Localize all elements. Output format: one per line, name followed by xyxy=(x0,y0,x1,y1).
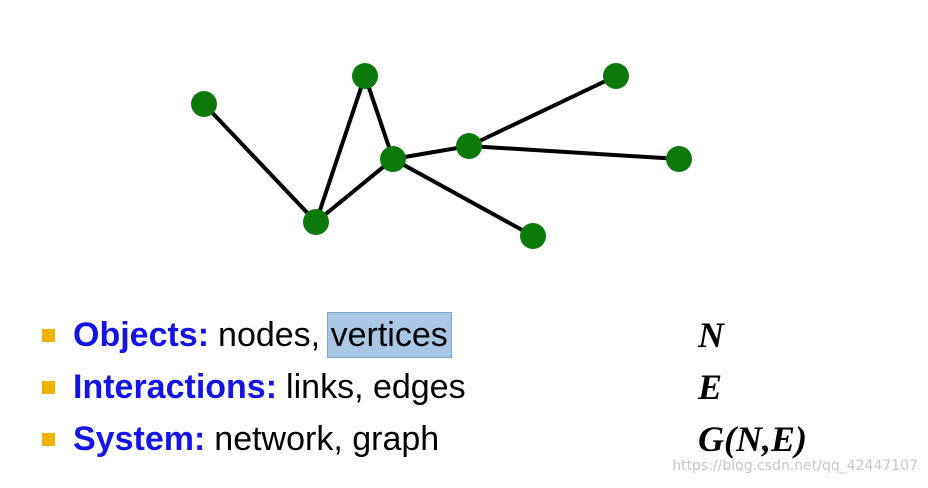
graph-node xyxy=(520,223,546,249)
graph-node xyxy=(380,146,406,172)
graph-node xyxy=(603,63,629,89)
highlighted-word-vertices: vertices xyxy=(326,312,452,358)
graph-edge xyxy=(314,157,395,224)
graph-edge xyxy=(363,74,395,161)
graph-edge xyxy=(467,144,681,161)
bullet-square-icon xyxy=(42,328,55,342)
graph-node xyxy=(456,133,482,159)
network-graph-diagram xyxy=(191,63,692,249)
system-description: network, graph xyxy=(214,419,440,458)
bullet-square-icon xyxy=(42,380,55,394)
graph-node xyxy=(352,63,378,89)
bullet-interactions: Interactions: links, edges xyxy=(42,364,466,410)
bullet-system: System: network, graph xyxy=(42,416,439,462)
interactions-description: links, edges xyxy=(286,367,466,406)
bullet-square-icon xyxy=(42,432,55,446)
graph-edge xyxy=(202,102,318,224)
term-objects: Objects: xyxy=(73,315,210,354)
graph-edge xyxy=(391,157,535,238)
symbol-n: N xyxy=(698,315,724,355)
symbol-e: E xyxy=(698,367,723,407)
watermark-url: https://blog.csdn.net/qq_42447107 xyxy=(672,458,918,474)
term-interactions: Interactions: xyxy=(73,367,278,406)
bullet-objects: Objects: nodes, vertices xyxy=(42,312,452,358)
objects-description: nodes, xyxy=(218,315,321,354)
graph-edge xyxy=(314,74,367,224)
term-system: System: xyxy=(73,419,206,458)
graph-nodes xyxy=(191,63,692,249)
graph-node xyxy=(303,209,329,235)
graph-node xyxy=(666,146,692,172)
symbol-g-n-e: G(N,E) xyxy=(698,419,807,459)
graph-node xyxy=(191,91,217,117)
graph-edges xyxy=(202,74,681,238)
graph-edge xyxy=(467,74,618,148)
